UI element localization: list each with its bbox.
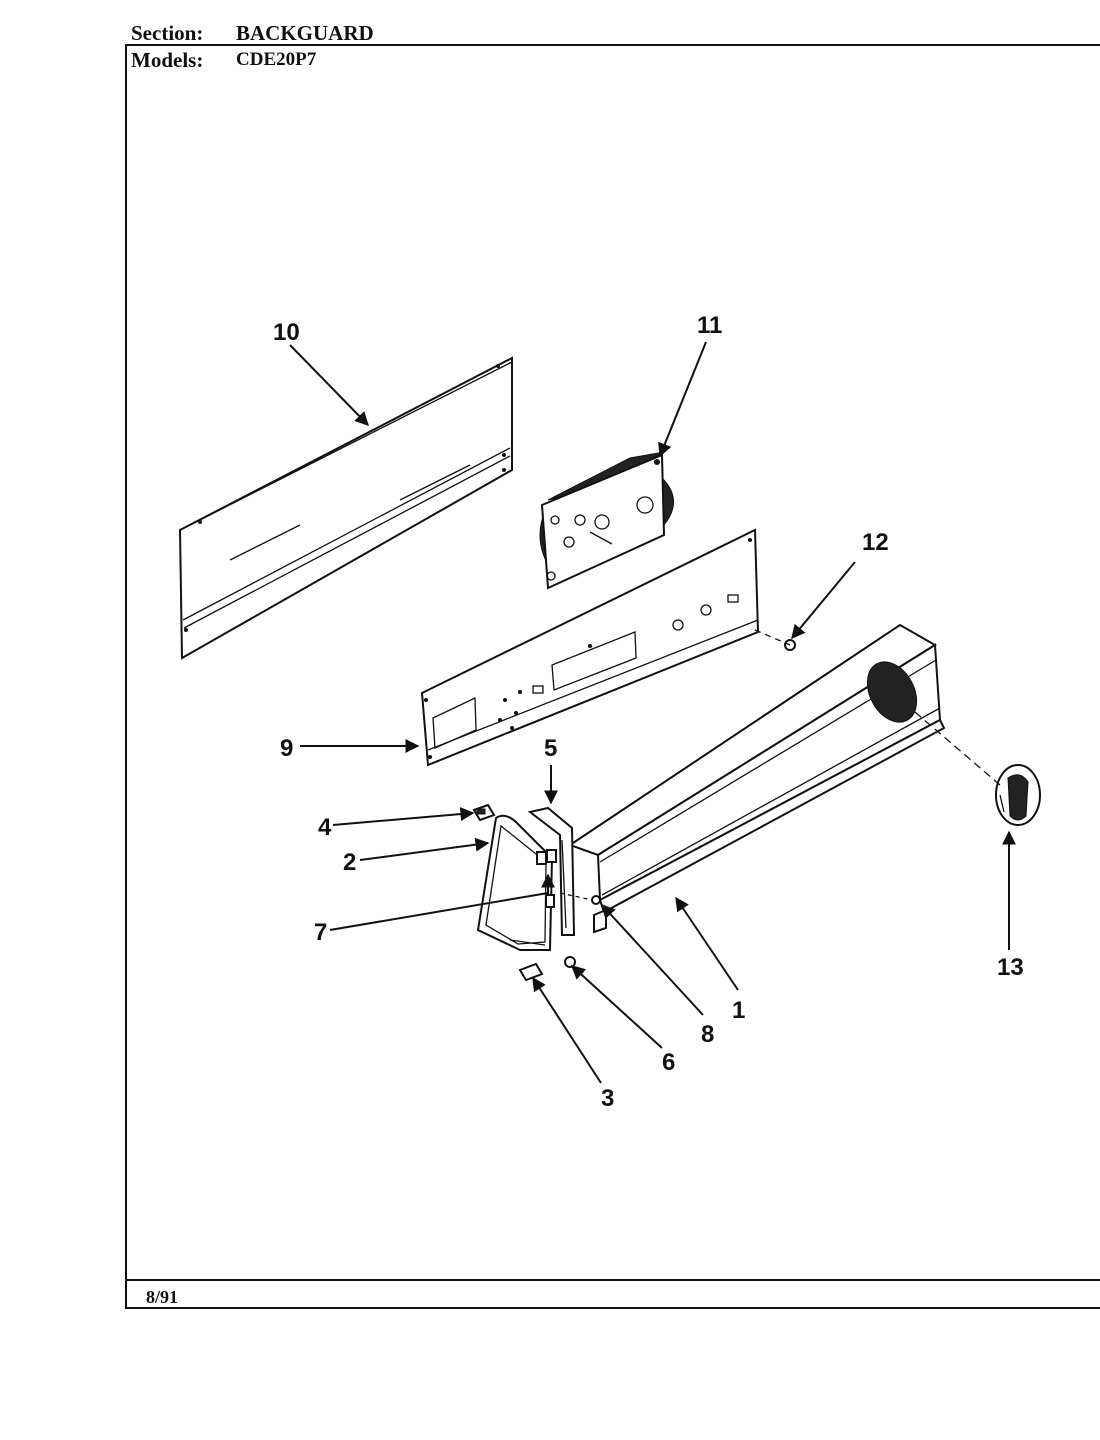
callout-9: 9 [280, 735, 293, 762]
section-value: BACKGUARD [236, 21, 374, 45]
callout-1: 1 [732, 997, 745, 1024]
models-value: CDE20P7 [236, 49, 317, 70]
callout-5: 5 [544, 735, 557, 762]
page-frame [125, 44, 1100, 1309]
callout-13: 13 [997, 954, 1024, 981]
callout-12: 12 [862, 529, 889, 556]
callout-11: 11 [697, 312, 722, 339]
callout-4: 4 [318, 814, 332, 841]
callout-8: 8 [701, 1021, 714, 1048]
models-label: Models: [131, 48, 204, 72]
callout-6: 6 [662, 1049, 675, 1076]
part-10-rear-panel [178, 356, 513, 660]
part-7-bracket [536, 849, 557, 908]
part-13-knob [995, 764, 1041, 826]
callout-3: 3 [601, 1085, 614, 1112]
part-4-clip [472, 803, 496, 822]
footer-rule [125, 1279, 1100, 1281]
leader-lines [289, 341, 1016, 1084]
part-9-control-panel [420, 528, 760, 767]
callout-7: 7 [314, 919, 327, 946]
part-1-backguard-housing [567, 623, 946, 934]
callout-labels: 10 11 12 9 5 4 2 7 1 13 8 6 3 [273, 312, 1024, 1112]
part-5-trim-strip [527, 806, 576, 936]
part-3-foot [518, 962, 544, 982]
part-8-screw [591, 895, 601, 905]
part-6-screw [564, 956, 576, 968]
section-label: Section: [131, 21, 204, 45]
callout-2: 2 [343, 849, 356, 876]
part-2-end-cap [476, 814, 554, 951]
callout-10: 10 [273, 319, 300, 346]
alignment-lines [559, 629, 1001, 901]
revision-date: 8/91 [146, 1287, 179, 1307]
part-11-control-assembly [539, 451, 674, 590]
